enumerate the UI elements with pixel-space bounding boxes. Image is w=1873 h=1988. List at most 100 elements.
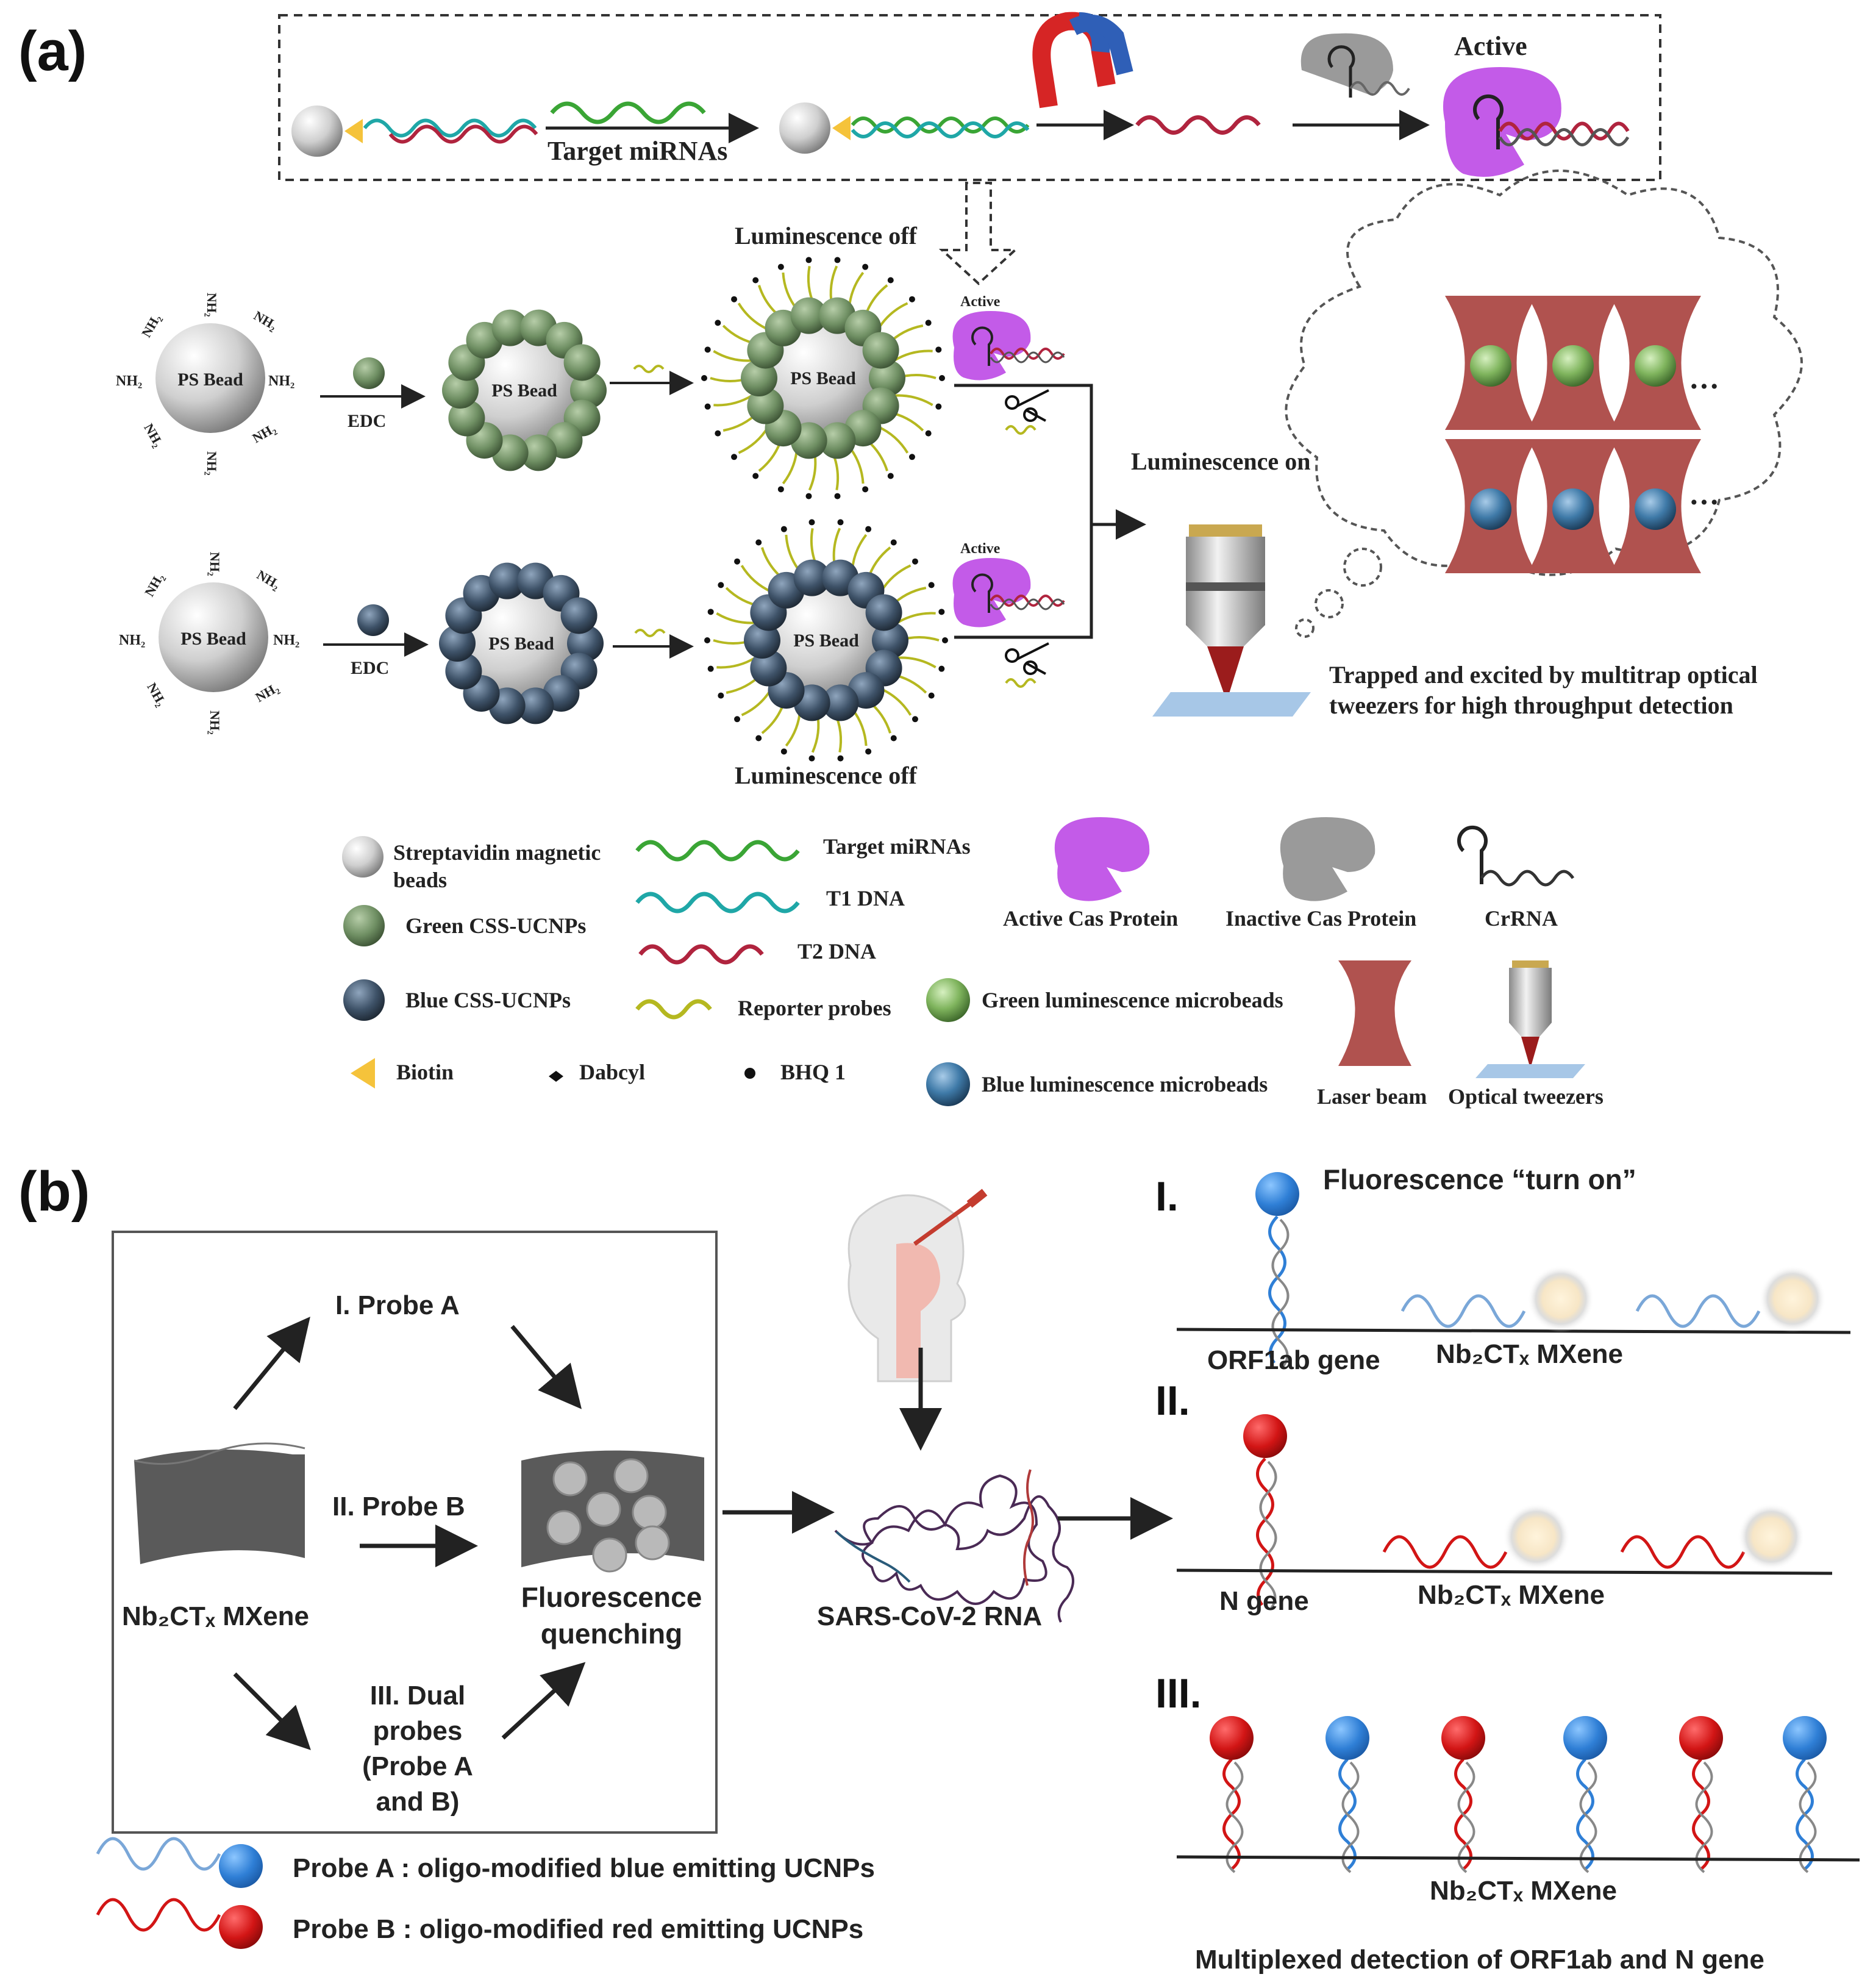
quencher-dot: [938, 609, 945, 615]
quenched-glow-2: [1759, 1265, 1826, 1332]
merge-bracket: [954, 384, 1093, 639]
ucnp-particle: [793, 559, 830, 596]
ucnp-particle: [445, 653, 482, 690]
baseline-i: [1176, 1328, 1851, 1334]
legend-blue-css-icon: [343, 979, 385, 1021]
label-multiplex: Multiplexed detection of ORF1ab and N ge…: [1195, 1945, 1764, 1975]
label-orf1ab: ORF1ab gene: [1207, 1345, 1380, 1375]
arrow-to-probe-a: [233, 1317, 310, 1411]
quencher-dot: [704, 346, 711, 353]
free-probe-b-2: [1620, 1535, 1746, 1569]
svg-text:NH₂: NH₂: [204, 293, 219, 317]
reporter-probe-icon-1: [633, 365, 665, 373]
quencher-dot: [862, 263, 869, 270]
target-rna-strand: [1341, 1761, 1360, 1873]
label-probe-a: I. Probe A: [335, 1290, 460, 1320]
quencher-dot: [834, 493, 841, 499]
ucnp-particle: [862, 332, 899, 369]
panel-label-b: (b): [18, 1160, 90, 1223]
quencher-dot: [780, 748, 787, 755]
label-ellipsis-2: ···: [1689, 485, 1719, 519]
quencher-dot: [808, 519, 815, 526]
quencher-dot: [718, 582, 724, 588]
ps-bead-blue-with-reporters: PS Bead: [704, 519, 948, 762]
streptavidin-bead-1: [291, 105, 363, 157]
reporter-probe: [716, 612, 755, 624]
ucnp-particle: [488, 562, 526, 599]
reporter-probe: [713, 350, 752, 362]
ucnp-particle: [819, 422, 856, 459]
label-sars-rna: SARS-CoV-2 RNA: [817, 1601, 1042, 1631]
label-trapped-1: Trapped and excited by multitrap optical: [1329, 661, 1758, 688]
quencher-dot: [865, 748, 872, 755]
top-workflow-box: [278, 14, 1661, 181]
reporter-probe: [893, 349, 933, 362]
quencher-dot: [912, 558, 918, 565]
svg-text:NH₂: NH₂: [268, 373, 294, 389]
panel-label-a: (a): [18, 20, 87, 82]
quencher-dot: [942, 637, 948, 643]
label-dual-1: III. Dual: [370, 1681, 465, 1711]
quencher-dot: [834, 257, 841, 263]
trapped-microbead: [1552, 488, 1594, 530]
legend-crrna: CrRNA: [1485, 906, 1558, 931]
quencher-dot: [865, 526, 872, 532]
quencher-dot: [715, 430, 721, 437]
ucnp-particle: [744, 622, 780, 659]
quencher-dot: [935, 403, 942, 410]
probe-b-ball: [1679, 1716, 1723, 1760]
legend-biotin-icon: [351, 1058, 375, 1089]
orf1ab-hybrid: [1268, 1215, 1290, 1367]
legend-dabcyl-icon: [549, 1071, 563, 1082]
arrow-probe-a-to-quench: [510, 1325, 582, 1409]
ucnp-particle: [872, 622, 908, 659]
label-dual-2: probes: [373, 1716, 463, 1746]
reporter-probe: [896, 612, 936, 624]
ucnp-particle: [520, 434, 557, 471]
legend-dabcyl: Dabcyl: [579, 1060, 645, 1084]
thought-bubble-3: [1295, 618, 1315, 638]
inactive-cas-protein-top: [1300, 33, 1410, 98]
ucnp-particle: [747, 387, 784, 424]
roman-label-iii: III.: [1155, 1670, 1202, 1717]
magnet-icon: [1032, 12, 1133, 109]
reporter-probe: [897, 656, 936, 668]
baseline-ii: [1176, 1568, 1833, 1575]
reporter-probe: [877, 302, 908, 331]
bead-label: PS Bead: [790, 368, 856, 388]
quencher-dot: [734, 558, 741, 565]
duplex-strand-green: [851, 116, 1030, 134]
quencher-dot: [938, 665, 945, 672]
quenched-glow-4: [1738, 1503, 1805, 1570]
thought-bubble-2: [1315, 589, 1344, 618]
quencher-dot: [704, 403, 711, 410]
quencher-dot: [837, 519, 844, 526]
quencher-dot: [890, 539, 897, 546]
scissors-icon-1: [1005, 389, 1049, 435]
trapped-microbead: [1470, 345, 1511, 387]
ucnp-particle: [822, 684, 859, 721]
hollow-down-arrow: [938, 182, 1019, 285]
reporter-probe: [880, 564, 912, 593]
svg-text:NH₂: NH₂: [119, 632, 145, 648]
ps-bead-amine-2: PS Bead NH₂ NH₂ NH₂ NH₂ NH₂ NH₂ NH₂ NH₂: [119, 552, 299, 735]
quenched-glow-3: [1503, 1503, 1570, 1570]
blue-ucnp-reagent: [357, 604, 389, 636]
reporter-probe-icon-2: [634, 629, 666, 637]
legend-reporter-strand: [635, 999, 712, 1020]
legend-tweezers-icon: [1475, 960, 1585, 1078]
ucnp-particle: [448, 399, 485, 437]
label-ngene: N gene: [1219, 1586, 1309, 1616]
ucnp-particle: [790, 297, 827, 334]
ucnp-particle: [439, 625, 476, 662]
quencher-dot: [707, 665, 714, 672]
target-rna-strand: [1579, 1761, 1597, 1873]
legend-bhq-icon: [744, 1068, 755, 1079]
quencher-dot: [718, 692, 724, 699]
svg-text:NH₂: NH₂: [250, 421, 279, 446]
legend-green-css: Green CSS-UCNPs: [405, 914, 586, 938]
ucnp-particle: [750, 649, 787, 687]
label-edc-1: EDC: [348, 411, 386, 431]
label-trapped-2: tweezers for high throughput detection: [1329, 692, 1733, 719]
